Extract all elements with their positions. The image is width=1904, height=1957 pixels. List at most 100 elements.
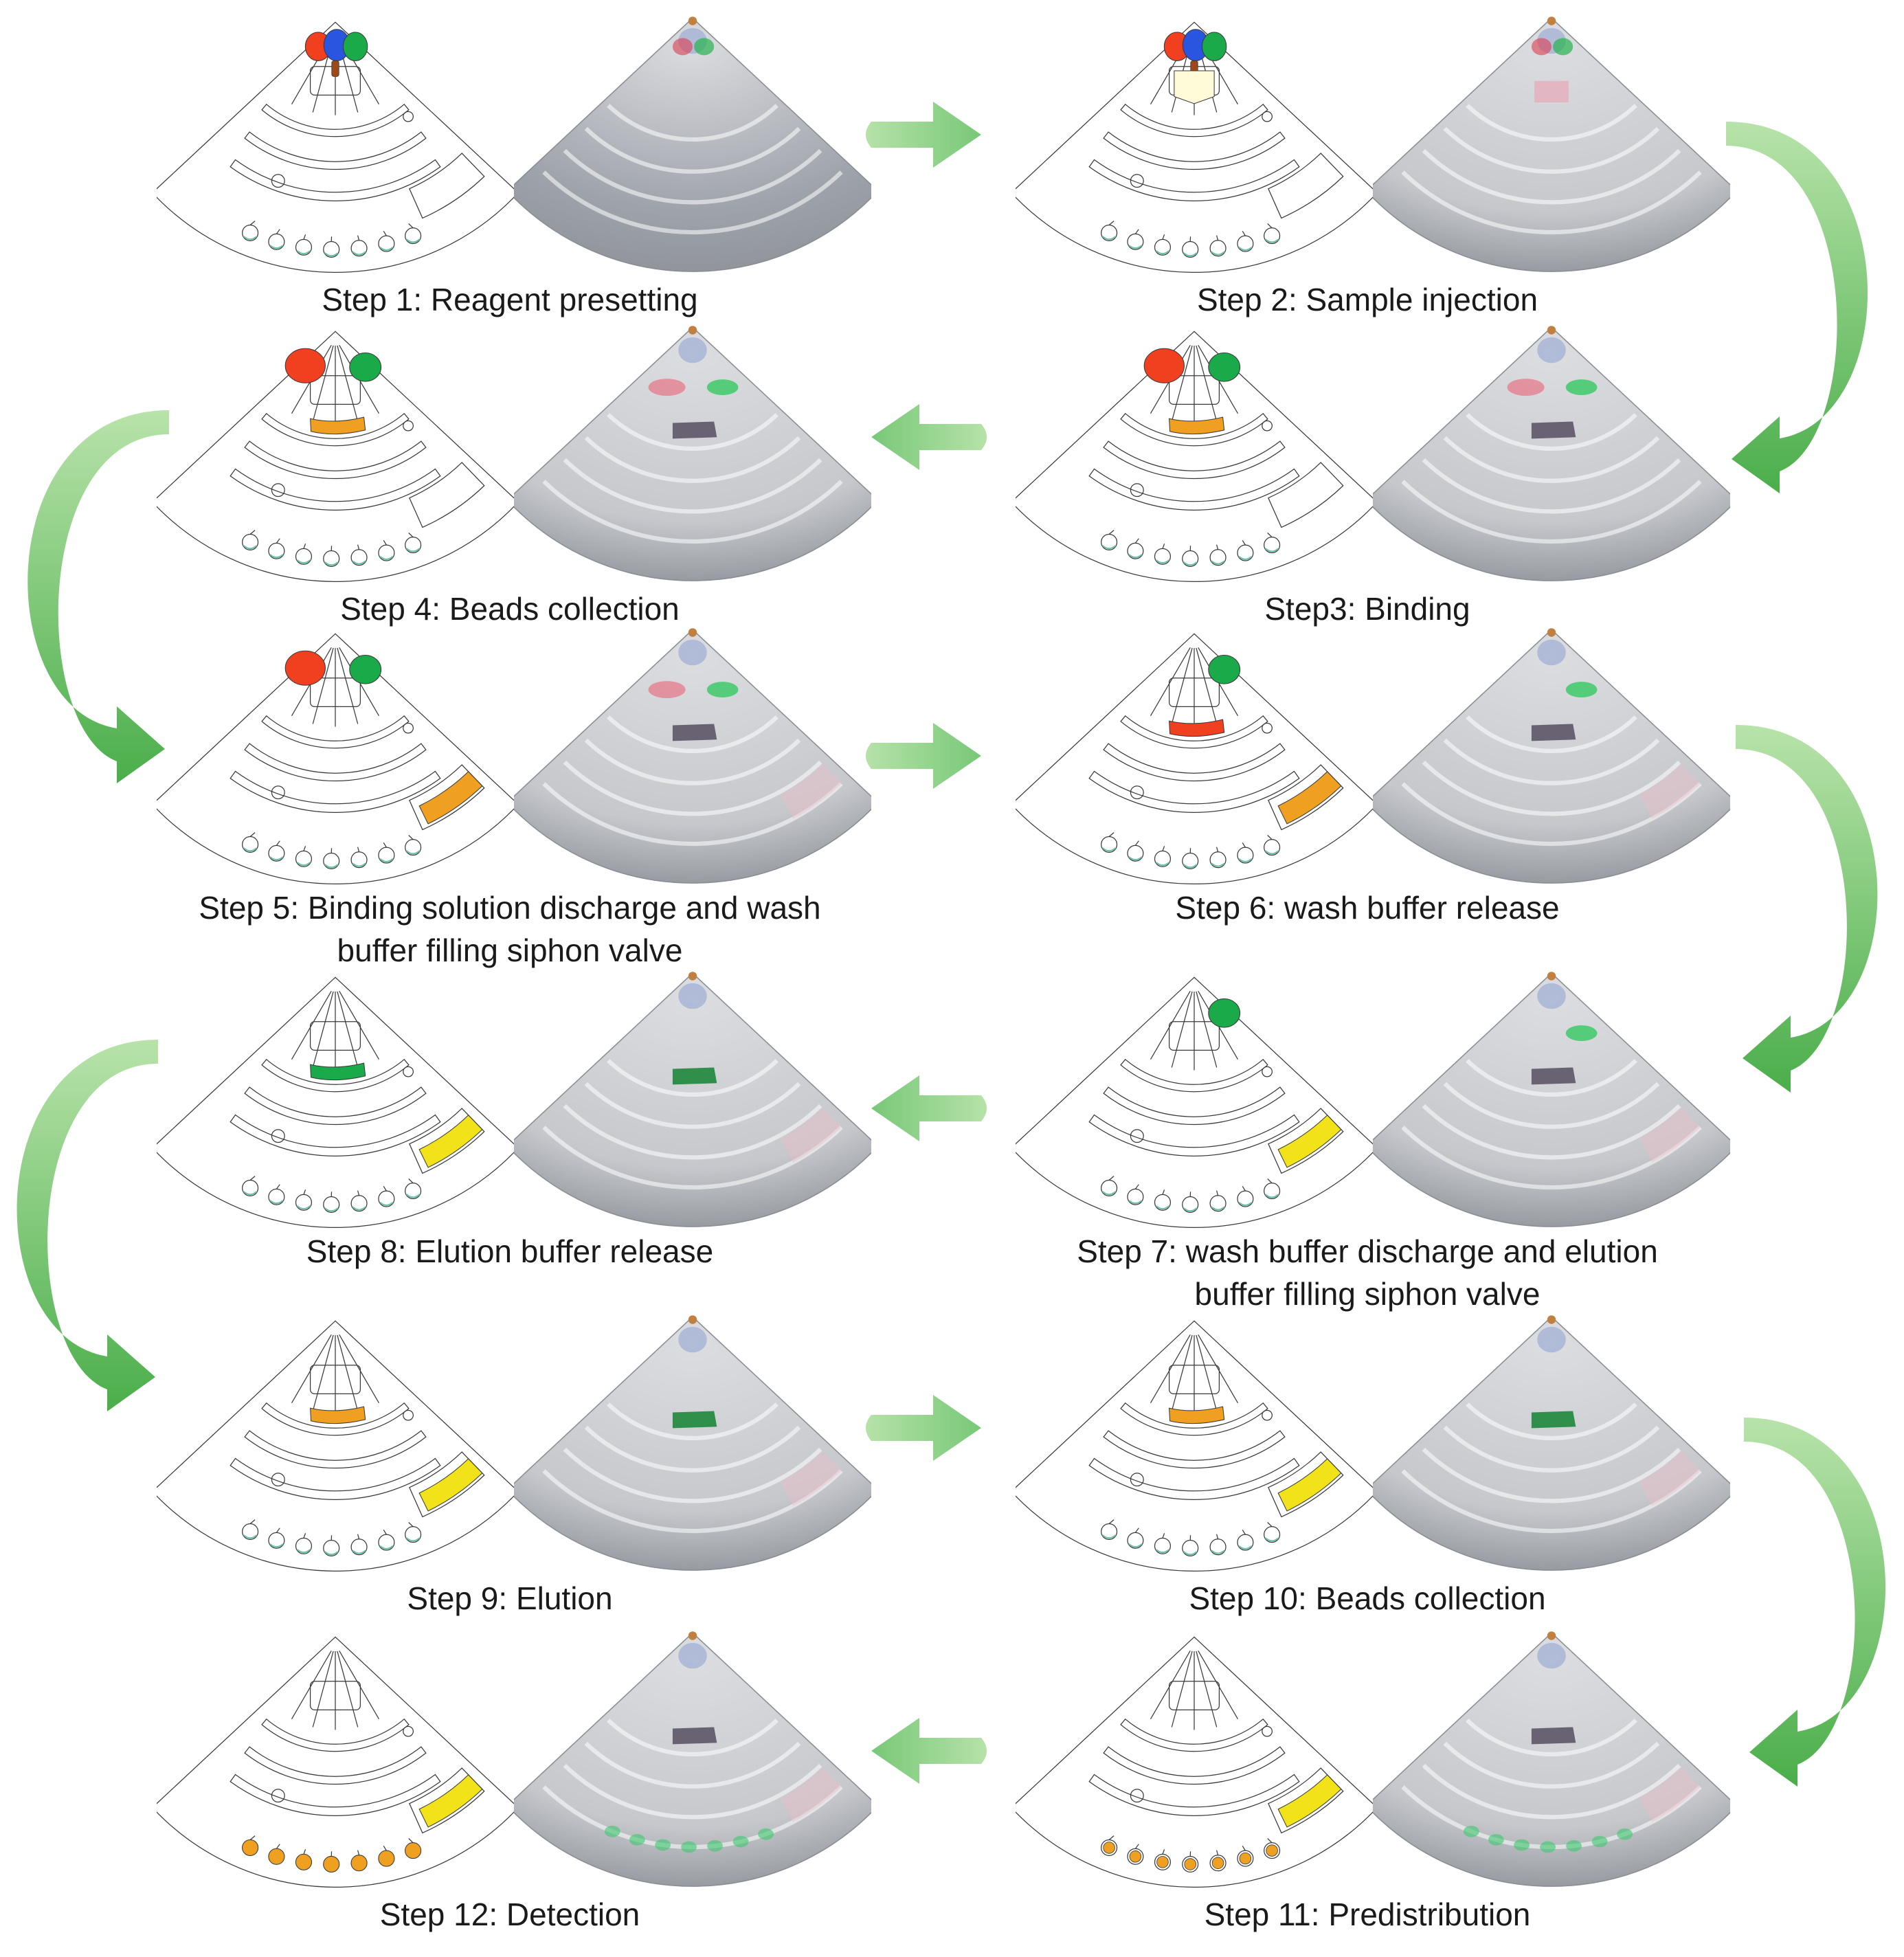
reaction-well bbox=[405, 839, 422, 856]
waste-chamber-fill bbox=[418, 1458, 483, 1512]
reaction-well bbox=[350, 1539, 368, 1556]
chip-schematic bbox=[1016, 331, 1373, 582]
step-caption-line: buffer filling siphon valve bbox=[337, 932, 683, 968]
reaction-well bbox=[1154, 850, 1172, 867]
reaction-well bbox=[405, 537, 422, 554]
step-caption: Step 1: Reagent presetting bbox=[98, 278, 922, 321]
reaction-well bbox=[1101, 224, 1118, 242]
step-caption-line: Step 11: Predistribution bbox=[1204, 1897, 1531, 1932]
step-caption: Step 11: Predistribution bbox=[955, 1893, 1780, 1936]
chip-photo bbox=[514, 1631, 871, 1887]
reaction-well bbox=[1154, 238, 1172, 256]
reaction-well bbox=[1237, 544, 1254, 561]
reaction-well bbox=[1264, 227, 1281, 245]
step-caption: Step 6: wash buffer release bbox=[955, 886, 1780, 929]
chip-photo bbox=[514, 972, 871, 1227]
chip-schematic bbox=[1016, 633, 1373, 884]
reaction-well bbox=[1182, 1196, 1199, 1214]
reaction-well bbox=[1237, 1190, 1254, 1207]
step-caption-line: Step 7: wash buffer discharge and elutio… bbox=[1077, 1233, 1658, 1269]
reaction-well bbox=[1209, 1855, 1227, 1872]
step-caption-line: Step 12: Detection bbox=[379, 1897, 640, 1932]
reaction-well bbox=[378, 1190, 395, 1207]
reaction-well bbox=[323, 1196, 340, 1214]
reaction-well bbox=[1182, 1539, 1199, 1557]
reaction-well bbox=[268, 1532, 285, 1549]
reaction-well bbox=[405, 1526, 422, 1543]
reaction-well bbox=[1127, 233, 1144, 250]
reaction-well bbox=[268, 542, 285, 559]
reaction-well bbox=[350, 240, 368, 257]
step-caption-line: Step 10: Beads collection bbox=[1189, 1580, 1546, 1616]
reaction-well bbox=[1182, 241, 1199, 258]
chip-schematic bbox=[157, 1320, 514, 1572]
step-caption-line: buffer filling siphon valve bbox=[1194, 1276, 1541, 1312]
step-caption-line: Step 6: wash buffer release bbox=[1175, 890, 1560, 926]
reaction-well bbox=[323, 241, 340, 258]
chip-photo bbox=[1373, 326, 1730, 581]
waste-chamber-fill bbox=[1277, 1774, 1342, 1828]
curved-arrow-icon bbox=[16, 1040, 158, 1411]
reaction-well bbox=[350, 549, 368, 566]
reaction-well bbox=[295, 238, 313, 256]
step-caption: Step 9: Elution bbox=[98, 1577, 922, 1620]
chip-schematic bbox=[1016, 1636, 1373, 1888]
reaction-well bbox=[1154, 1194, 1172, 1211]
chip-photo bbox=[1373, 1315, 1730, 1571]
reaction-well bbox=[1209, 549, 1227, 566]
step-caption: Step 7: wash buffer discharge and elutio… bbox=[955, 1230, 1780, 1315]
step-caption: Step 12: Detection bbox=[98, 1893, 922, 1936]
reaction-well bbox=[1209, 1539, 1227, 1556]
curved-arrow-icon bbox=[1726, 122, 1868, 493]
reaction-well bbox=[268, 1188, 285, 1205]
straight-arrow-icon bbox=[871, 404, 987, 470]
straight-arrow-icon bbox=[871, 1075, 987, 1141]
step-caption-line: Step 5: Binding solution discharge and w… bbox=[199, 890, 821, 926]
chip-schematic bbox=[1016, 976, 1373, 1228]
step-caption: Step 8: Elution buffer release bbox=[98, 1230, 922, 1273]
step-caption-line: Step 2: Sample injection bbox=[1196, 282, 1538, 317]
chip-photo bbox=[514, 628, 871, 884]
waste-chamber-fill bbox=[418, 1774, 483, 1828]
curved-arrow-icon bbox=[27, 410, 169, 783]
chip-photo bbox=[1373, 16, 1730, 272]
reaction-well bbox=[1182, 550, 1199, 568]
reaction-well bbox=[378, 235, 395, 252]
reaction-well bbox=[1101, 1179, 1118, 1197]
reaction-well bbox=[1264, 537, 1281, 554]
reaction-well bbox=[378, 847, 395, 864]
reaction-well bbox=[1101, 533, 1118, 551]
chip-photo bbox=[514, 16, 871, 272]
reaction-well bbox=[295, 1537, 313, 1554]
waste-chamber-fill bbox=[418, 771, 483, 825]
step-caption: Step 10: Beads collection bbox=[955, 1577, 1780, 1620]
chip-photo bbox=[1373, 1631, 1730, 1887]
reaction-well bbox=[1101, 1523, 1118, 1541]
reaction-well bbox=[350, 1195, 368, 1212]
reaction-well bbox=[1127, 1188, 1144, 1205]
reaction-well bbox=[242, 224, 259, 242]
straight-arrow-icon bbox=[871, 1718, 987, 1784]
reaction-well bbox=[268, 845, 285, 862]
reaction-well bbox=[242, 1523, 259, 1541]
chip-schematic bbox=[1016, 1320, 1373, 1572]
straight-arrow-icon bbox=[866, 723, 981, 789]
step-caption-line: Step 4: Beads collection bbox=[340, 591, 680, 627]
reaction-well bbox=[1264, 1526, 1281, 1543]
reaction-well bbox=[1264, 1842, 1281, 1859]
reaction-well bbox=[1154, 548, 1172, 565]
waste-chamber-fill bbox=[1277, 771, 1342, 825]
reaction-well bbox=[1127, 1532, 1144, 1549]
chip-photo bbox=[514, 1315, 871, 1571]
straight-arrow-icon bbox=[866, 1395, 981, 1461]
reaction-well bbox=[242, 836, 259, 853]
curved-arrow-icon bbox=[1744, 1418, 1886, 1787]
reaction-well bbox=[1127, 1848, 1144, 1865]
reaction-well bbox=[323, 852, 340, 870]
curved-arrow-icon bbox=[1736, 725, 1878, 1093]
chip-photo bbox=[1373, 972, 1730, 1227]
reaction-well bbox=[1182, 852, 1199, 870]
reaction-well bbox=[405, 227, 422, 245]
reaction-well bbox=[1127, 845, 1144, 862]
